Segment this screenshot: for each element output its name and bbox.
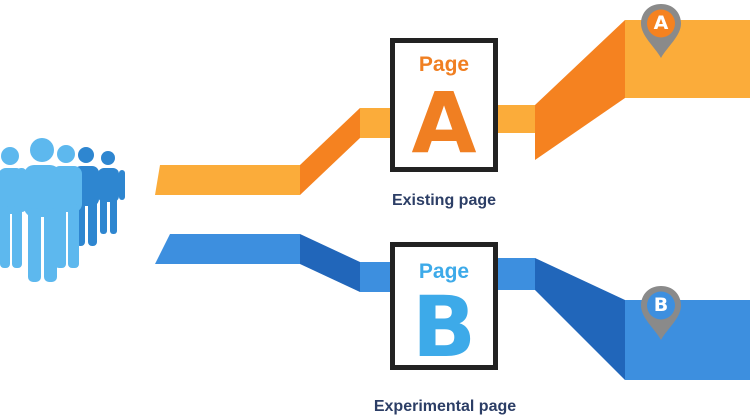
pin-b-letter: B xyxy=(653,294,669,316)
ribbon-b-descent xyxy=(535,258,625,380)
ribbon-a-from-box xyxy=(495,105,535,133)
page-a-label: Page xyxy=(418,53,470,76)
page-b-box: Page B xyxy=(390,242,498,370)
page-b-letter: B xyxy=(411,278,477,376)
pin-a-letter: A xyxy=(653,12,669,34)
existing-page-caption: Existing page xyxy=(391,192,497,209)
experimental-page-caption: Experimental page xyxy=(373,398,517,415)
page-a-box: Page A xyxy=(390,38,498,172)
ribbon-b-from-box xyxy=(495,258,535,290)
person-icon xyxy=(98,151,125,234)
map-pin-icon: A xyxy=(638,2,684,60)
map-pin-icon: B xyxy=(638,284,684,342)
people-group-icon xyxy=(0,138,125,282)
ribbon-b-drop xyxy=(300,234,360,292)
page-b-label: Page xyxy=(418,260,470,283)
ribbon-a-climb xyxy=(535,20,625,160)
ribbon-a-entry xyxy=(155,165,300,195)
ribbon-b-to-box xyxy=(360,262,395,292)
ribbon-a-rise xyxy=(300,108,360,195)
ribbon-a-to-box xyxy=(360,108,395,138)
person-icon xyxy=(17,138,67,282)
page-a-letter: A xyxy=(411,74,477,172)
ribbon-b-entry xyxy=(155,234,300,264)
